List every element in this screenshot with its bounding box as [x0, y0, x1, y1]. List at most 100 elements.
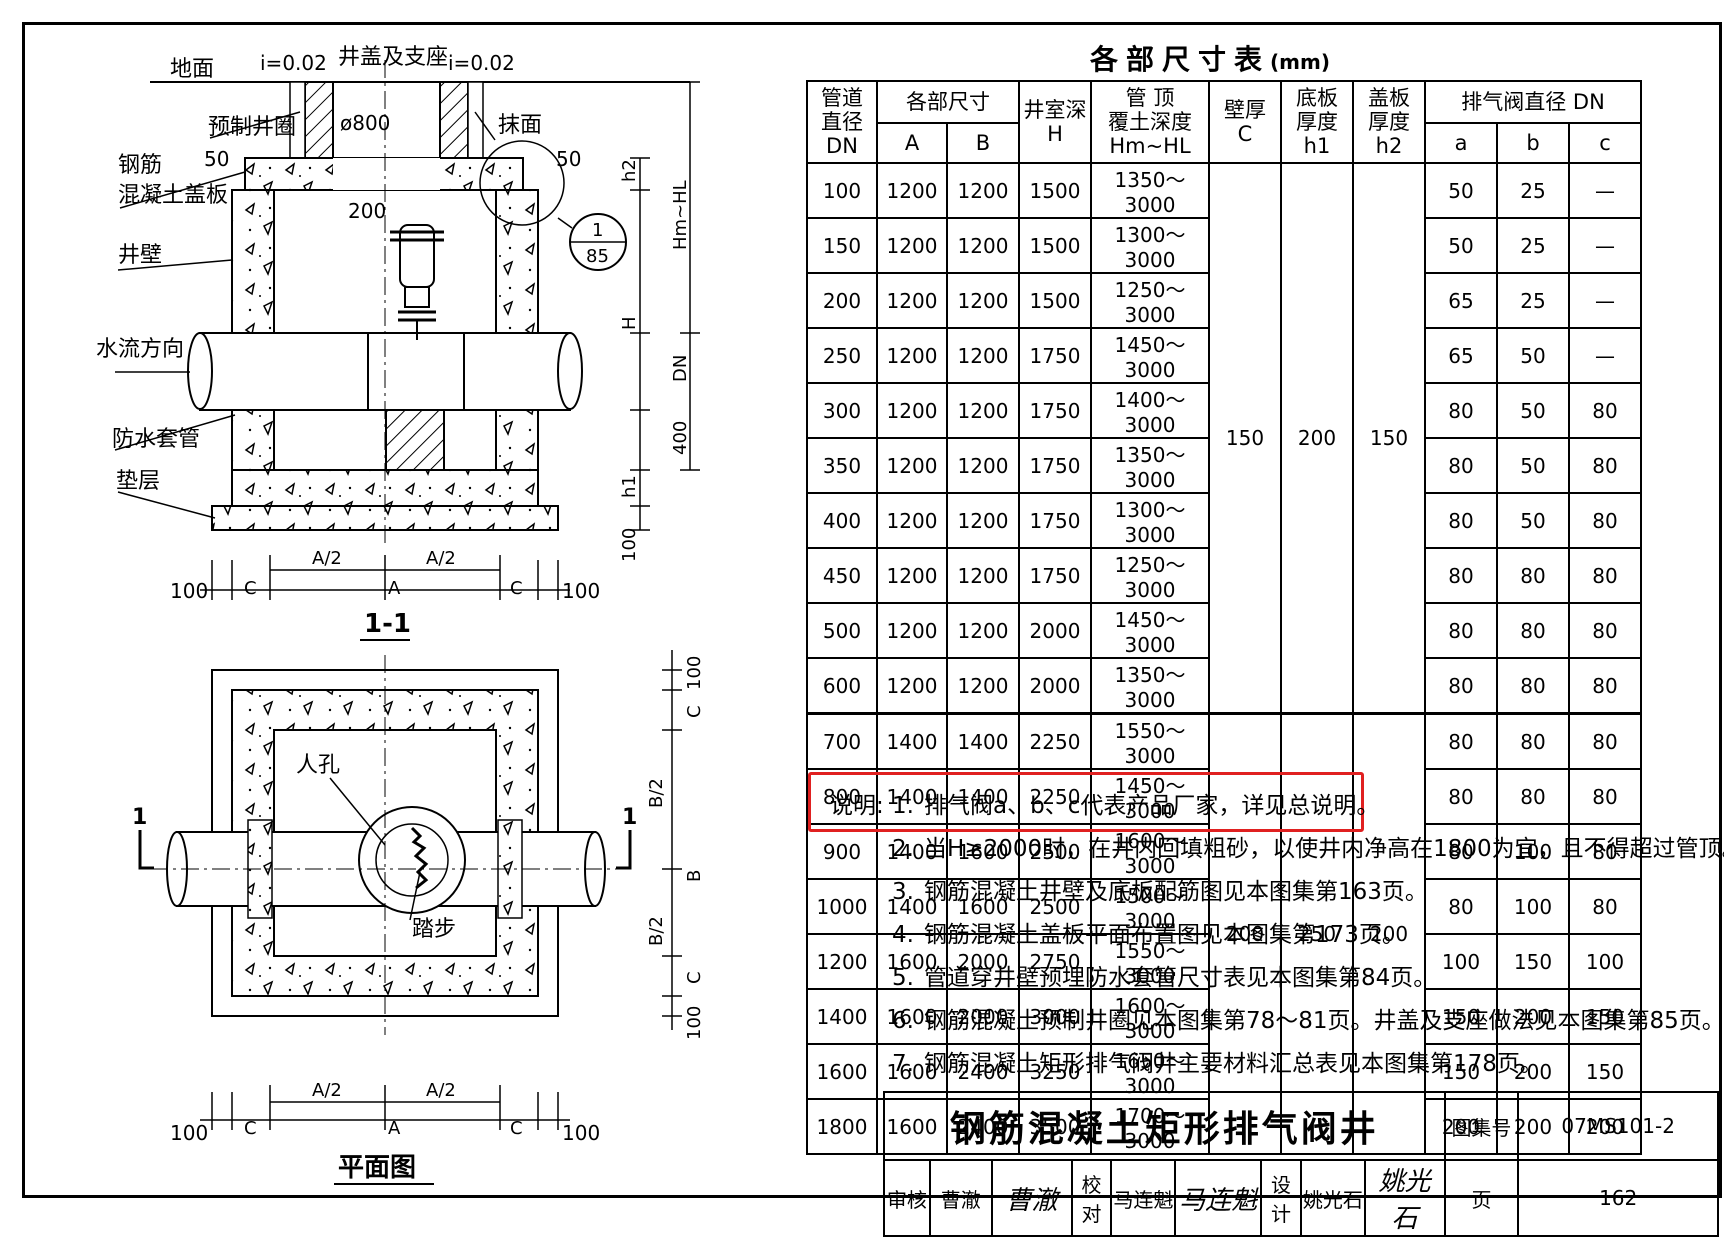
note-indent [830, 914, 892, 957]
cell-cover-depth: 1350～3000 [1090, 657, 1210, 715]
cell-valve-c: 80 [1568, 382, 1642, 439]
note-item: 2.当H≥2000时，在井内回填粗砂，以使井内净高在1800为宜，且不得超过管顶… [830, 828, 1724, 871]
cell-b: 1200 [946, 547, 1020, 604]
cell-valve-a: 65 [1424, 272, 1498, 329]
cell-depth: 2250 [1018, 768, 1092, 825]
note-text: 排气阀a、b、c代表产品厂家，详见总说明。 [924, 793, 1380, 819]
note-item: 6.钢筋混凝土预制井圈见本图集第78～81页。井盖及支座做法见本图集第85页。 [830, 1000, 1724, 1043]
section-wall-right [495, 189, 539, 334]
detail-number: 1 [592, 220, 603, 241]
designer-signature: 姚光石 [1363, 1159, 1446, 1237]
cell-b: 1400 [946, 712, 1020, 770]
cell-dn: 1200 [806, 933, 878, 990]
h1-label: h1 [619, 475, 640, 498]
section-wall-left [231, 189, 275, 334]
dim-200-label: 200 [348, 199, 386, 223]
note-indent [830, 1043, 892, 1086]
cell-a: 1400 [876, 878, 948, 935]
cell-depth: 1750 [1018, 547, 1092, 604]
cell-depth: 1750 [1018, 382, 1092, 439]
rc-cover-label-1: 钢筋 [118, 153, 162, 178]
cell-dn: 1000 [806, 878, 878, 935]
note-text: 钢筋混凝土预制井圈见本图集第78～81页。井盖及支座做法见本图集第85页。 [924, 1008, 1724, 1034]
precast-ring-label: 预制井圈 [208, 115, 296, 140]
note-indent [830, 1000, 892, 1043]
cell-depth: 1500 [1018, 272, 1092, 329]
slope-left-label: i=0.02 [260, 51, 327, 75]
cell-valve-b: 25 [1496, 217, 1570, 274]
plan-a: A [388, 1118, 401, 1139]
cell-valve-a: 80 [1424, 878, 1498, 935]
dim-100-right-label: 100 [562, 579, 600, 603]
cell-b: 1200 [946, 437, 1020, 494]
cell-wall: 200 [1208, 712, 1282, 1155]
cell-depth: 2500 [1018, 878, 1092, 935]
cell-b: 2000 [946, 933, 1020, 990]
cell-dn: 150 [806, 217, 878, 274]
cell-a: 1200 [876, 327, 948, 384]
plan-view: 人孔 踏步 1 1 100 C B/2 B B/2 C 100 A/2 A/2 … [132, 650, 705, 1185]
cell-valve-a: 80 [1424, 602, 1498, 659]
cell-depth: 1750 [1018, 437, 1092, 494]
detail-page: 85 [586, 246, 609, 267]
cell-dn: 250 [806, 327, 878, 384]
notes-label: 说明: [830, 793, 884, 819]
note-item: 4. 钢筋混凝土盖板平面布置图见本图集第173页。 [830, 914, 1724, 957]
step-label: 踏步 [412, 917, 456, 942]
reviewer-name: 曹澈 [928, 1159, 993, 1237]
cell-cover-depth: 1450～3000 [1090, 602, 1210, 659]
plaster-label: 抹面 [498, 113, 542, 138]
cell-cover-depth: 1500～3000 [1090, 878, 1210, 935]
flow-direction-label: 水流方向 [96, 337, 184, 362]
title-block: 钢筋混凝土矩形排气阀井 图集号 07MS101-2 审核 曹澈 曹澈 校对 马连… [883, 1091, 1719, 1237]
cell-cover-depth: 1450～3000 [1090, 327, 1210, 384]
note-number: 5. [892, 965, 914, 991]
header-vb: b [1496, 122, 1570, 164]
cell-depth: 2000 [1018, 602, 1092, 659]
hm-hl-label: Hm~HL [670, 180, 691, 250]
cell-valve-c: 100 [1568, 933, 1642, 990]
cell-valve-a: 50 [1424, 217, 1498, 274]
cell-b: 1200 [946, 217, 1020, 274]
note-text: 钢筋混凝土盖板平面布置图见本图集第173页。 [924, 922, 1405, 948]
cell-wall: 150 [1208, 162, 1282, 715]
cell-a: 1400 [876, 712, 948, 770]
cell-dn: 1600 [806, 1043, 878, 1100]
cell-b: 1200 [946, 162, 1020, 219]
cell-valve-b: 100 [1496, 878, 1570, 935]
dn-label: DN [670, 355, 691, 382]
table-title: 各部尺寸表(mm) [1090, 38, 1330, 78]
section-view: 地面 i=0.02 井盖及支座 i=0.02 预制井圈 ø800 抹面 50 5… [96, 45, 700, 641]
slope-right-label: i=0.02 [448, 51, 515, 75]
cell-valve-a: 80 [1424, 712, 1498, 770]
cell-a: 1600 [876, 933, 948, 990]
cell-dn: 350 [806, 437, 878, 494]
note-number: 1. [892, 793, 914, 819]
a-label: A [388, 578, 401, 599]
cell-valve-c: 80 [1568, 602, 1642, 659]
plan-c-top: C [684, 705, 705, 718]
step-icon [410, 826, 429, 890]
table-title-text: 各部尺寸表 [1090, 43, 1271, 76]
cell-depth: 1500 [1018, 162, 1092, 219]
designer-name: 姚光石 [1299, 1159, 1366, 1237]
note-text: 钢筋混凝土井壁及底板配筋图见本图集第163页。 [924, 879, 1428, 905]
cell-dn: 400 [806, 492, 878, 549]
cell-depth: 3000 [1018, 988, 1092, 1045]
plan-dim-100-left: 100 [170, 1121, 208, 1145]
note-text: 当H≥2000时，在井内回填粗砂，以使井内净高在1800为宜，且不得超过管顶。 [924, 836, 1724, 862]
cell-depth: 1750 [1018, 492, 1092, 549]
waterproof-sleeve-label: 防水套管 [112, 427, 200, 452]
header-a: A [876, 122, 948, 164]
note-indent [830, 957, 892, 1000]
cell-a: 1200 [876, 602, 948, 659]
note-number: 4. [892, 922, 914, 948]
a-half-left-label: A/2 [312, 548, 342, 569]
